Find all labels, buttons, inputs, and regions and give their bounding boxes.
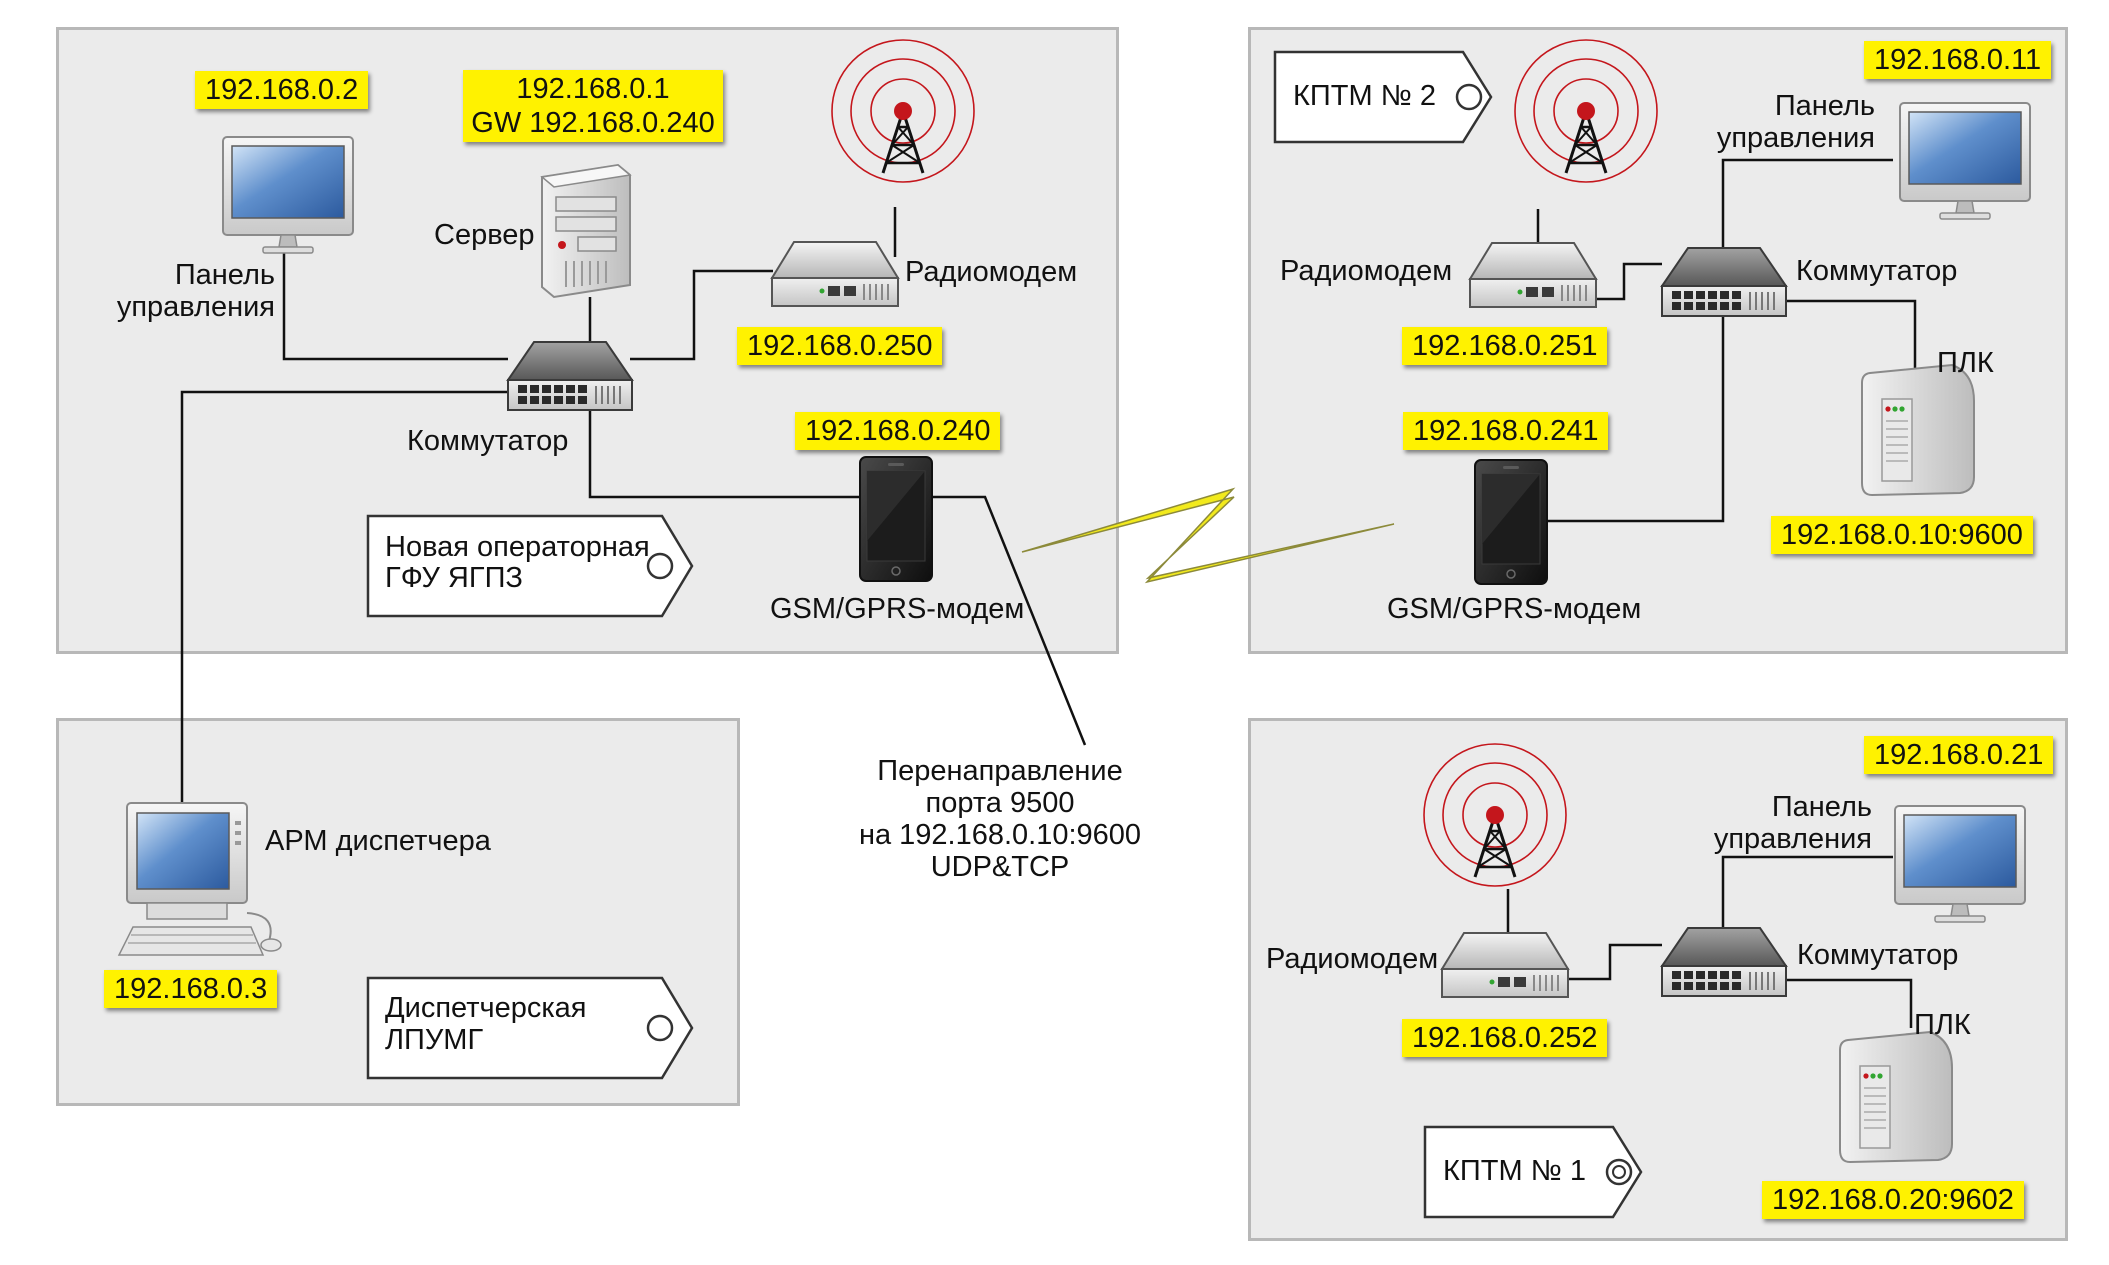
ip-panel-kptm2: 192.168.0.11 bbox=[1864, 41, 2052, 79]
control-panel-monitor-icon bbox=[1899, 102, 2031, 220]
label-panel-operator-line1: Панель bbox=[174, 259, 275, 291]
location-tag bbox=[1273, 50, 1493, 144]
ip-panel-operator: 192.168.0.2 bbox=[195, 71, 369, 109]
ip-radiomodem-kptm1: 192.168.0.252 bbox=[1402, 1019, 1608, 1057]
radio-tower-icon bbox=[830, 38, 976, 184]
label-server: Сервер bbox=[434, 219, 535, 251]
label-panel-kptm2-line1: Панель bbox=[1774, 90, 1875, 122]
radiomodem-icon bbox=[1469, 242, 1597, 308]
ip-plc-kptm1: 192.168.0.20:9602 bbox=[1762, 1181, 2024, 1219]
ip-gsm-operator: 192.168.0.240 bbox=[795, 412, 1001, 450]
ip-arm: 192.168.0.3 bbox=[104, 970, 278, 1008]
server-icon bbox=[541, 164, 631, 298]
note-port-forward-line1: Перенаправление bbox=[877, 755, 1123, 787]
label-panel-kptm2-line2: управления bbox=[1716, 122, 1875, 154]
tag-operator-line2: ГФУ ЯГПЗ bbox=[385, 562, 523, 594]
gsm-modem-icon bbox=[1474, 459, 1548, 585]
label-radiomodem-kptm2: Радиомодем bbox=[1280, 255, 1453, 287]
tag-kptm2: КПТМ № 2 bbox=[1293, 80, 1436, 112]
label-panel-kptm1-line2: управления bbox=[1713, 823, 1872, 855]
tag-dispatch-line2: ЛПУМГ bbox=[385, 1024, 484, 1056]
tag-dispatch-line1: Диспетчерская bbox=[385, 992, 587, 1024]
radiomodem-icon bbox=[771, 241, 899, 307]
radiomodem-icon bbox=[1441, 932, 1569, 998]
label-plc-kptm2: ПЛК bbox=[1937, 347, 1994, 379]
control-panel-monitor-icon bbox=[1894, 805, 2026, 923]
ip-radiomodem-kptm2: 192.168.0.251 bbox=[1402, 327, 1608, 365]
network-wires bbox=[180, 158, 1917, 1028]
label-radiomodem-operator: Радиомодем bbox=[905, 256, 1078, 288]
plc-icon bbox=[1861, 364, 1975, 496]
label-radiomodem-kptm1: Радиомодем bbox=[1266, 943, 1439, 975]
note-port-forward-line2: порта 9500 bbox=[925, 787, 1075, 819]
ip-radiomodem-operator: 192.168.0.250 bbox=[737, 327, 943, 365]
gsm-modem-icon bbox=[859, 456, 933, 582]
radio-tower-icon bbox=[1513, 38, 1659, 184]
note-port-forward-line4: UDP&TCP bbox=[930, 851, 1070, 883]
ip-plc-kptm2: 192.168.0.10:9600 bbox=[1771, 516, 2033, 554]
label-switch-kptm1: Коммутатор bbox=[1797, 939, 1959, 971]
label-arm: АРМ диспетчера bbox=[265, 825, 491, 857]
label-panel-operator-line2: управления bbox=[116, 291, 275, 323]
label-gsm-kptm2: GSM/GPRS-модем bbox=[1387, 593, 1642, 625]
ip-server: 192.168.0.1 GW 192.168.0.240 bbox=[463, 70, 723, 142]
label-gsm-operator: GSM/GPRS-модем bbox=[770, 593, 1025, 625]
ip-server-line1: 192.168.0.1 bbox=[516, 73, 670, 105]
switch-icon bbox=[1661, 927, 1787, 997]
ip-panel-kptm1: 192.168.0.21 bbox=[1864, 736, 2054, 774]
label-panel-kptm1-line1: Панель bbox=[1771, 791, 1872, 823]
switch-icon bbox=[507, 341, 633, 411]
lightning-bolt-icon bbox=[1021, 487, 1395, 584]
ip-gsm-kptm2: 192.168.0.241 bbox=[1403, 412, 1609, 450]
plc-icon bbox=[1839, 1031, 1953, 1163]
switch-icon bbox=[1661, 247, 1787, 317]
label-plc-kptm1: ПЛК bbox=[1914, 1009, 1971, 1041]
location-tag bbox=[1423, 1125, 1643, 1219]
control-panel-monitor-icon bbox=[222, 136, 354, 254]
label-switch-kptm2: Коммутатор bbox=[1796, 255, 1958, 287]
note-port-forward-line3: на 192.168.0.10:9600 bbox=[858, 819, 1142, 851]
tag-operator-line1: Новая операторная bbox=[385, 531, 650, 563]
tag-kptm1: КПТМ № 1 bbox=[1443, 1155, 1586, 1187]
label-switch-operator: Коммутатор bbox=[407, 425, 569, 457]
workstation-computer-icon bbox=[117, 802, 282, 956]
ip-server-line2: GW 192.168.0.240 bbox=[471, 107, 715, 139]
radio-tower-icon bbox=[1422, 742, 1568, 888]
